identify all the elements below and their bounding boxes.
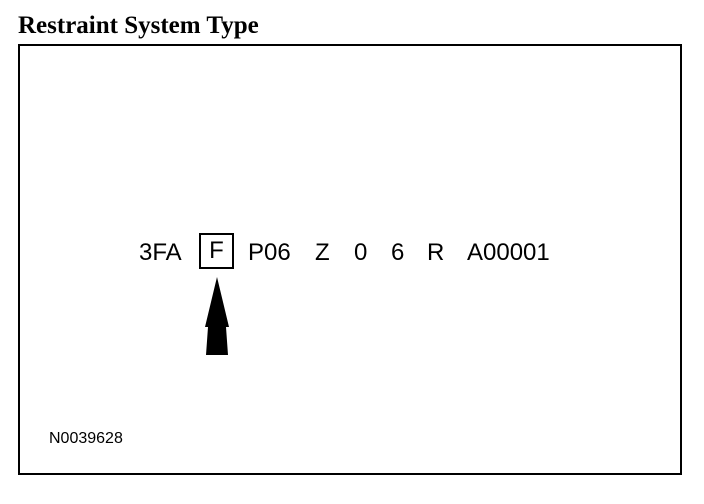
- vin-segment-serial: A00001: [467, 239, 550, 266]
- vin-segment-model-year: 6: [391, 239, 405, 266]
- vin-segment-restraint-highlighted: F: [199, 233, 234, 269]
- vin-segment-line-series-body: P06: [248, 239, 291, 266]
- page-title: Restraint System Type: [18, 12, 259, 39]
- figure-code: N0039628: [49, 430, 123, 447]
- vin-segment-wmi: 3FA: [139, 239, 182, 266]
- arrow-up-icon: [205, 277, 229, 355]
- vin-segment-engine: Z: [315, 239, 330, 266]
- vin-segment-check-digit: 0: [354, 239, 368, 266]
- diagram-frame: [18, 44, 682, 475]
- vin-segment-plant: R: [427, 239, 445, 266]
